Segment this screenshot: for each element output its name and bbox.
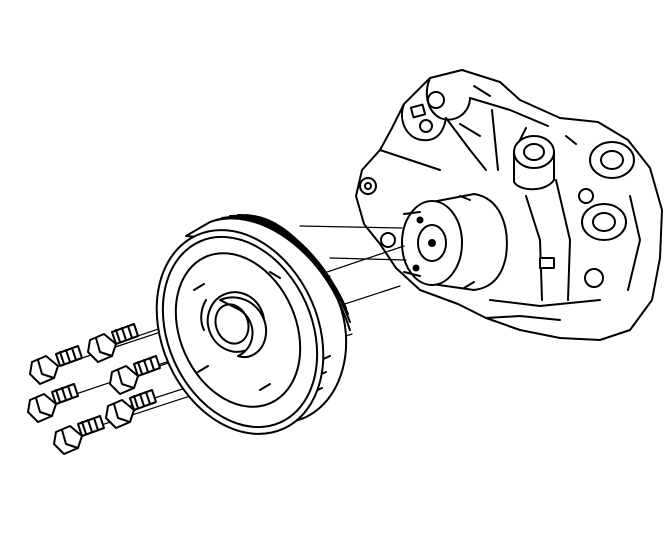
bolt-icon: [109, 355, 161, 395]
engine-front-cover: [355, 69, 663, 341]
crankshaft-balancer-pulley: [155, 213, 351, 435]
pulley-bolts: [27, 323, 161, 455]
bolt-icon: [105, 389, 157, 429]
bolt-icon: [87, 323, 139, 363]
bolt-icon: [29, 345, 83, 385]
bolt-icon: [27, 383, 79, 423]
crankshaft-hub: [401, 193, 508, 291]
bolt-icon: [53, 415, 105, 455]
